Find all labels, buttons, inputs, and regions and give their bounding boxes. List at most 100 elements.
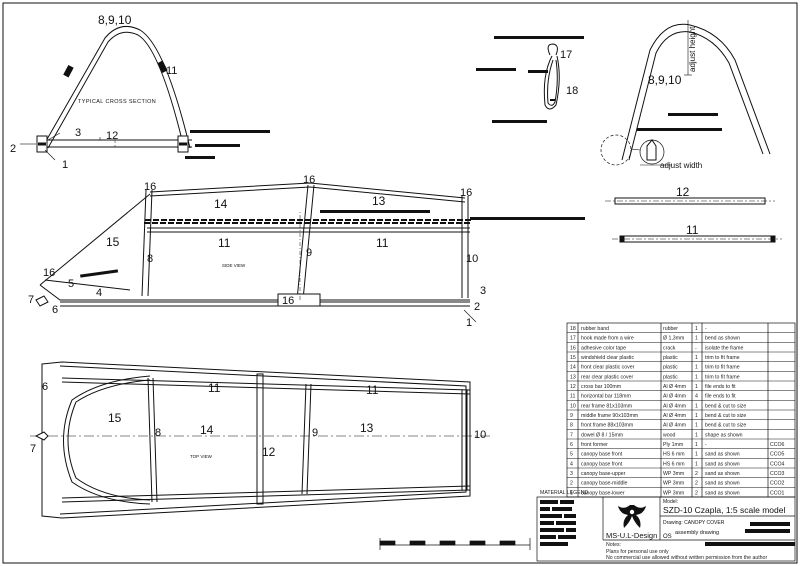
callout-14-b: 14 — [200, 423, 214, 437]
parts-list-cell-mat: plastic — [663, 374, 678, 380]
callout-13-b: 13 — [360, 421, 374, 435]
parts-list-cell-no: 8 — [570, 423, 573, 429]
parts-list-cell-note: trim to fit frame — [705, 355, 740, 361]
callout-13-a: 13 — [372, 194, 386, 208]
callout-10-b: 10 — [474, 429, 486, 441]
parts-list-cell-qty: 2 — [695, 471, 698, 477]
callout-12-a: 12 — [106, 130, 118, 142]
parts-list-cell-name: rear frame 81x103mm — [581, 403, 632, 409]
parts-list-cell-qty: 1 — [695, 452, 698, 458]
callout-15-b: 15 — [108, 411, 122, 425]
parts-list-cell-code: CCO5 — [770, 452, 785, 458]
redacted-annotation-hook — [476, 36, 584, 123]
parts-list-cell-name: cross bar 100mm — [581, 384, 621, 390]
parts-list-cell-qty: 1 — [695, 461, 698, 467]
parts-list-cell-mat: WP 3mm — [663, 481, 684, 487]
parts-list-cell-mat: wood — [663, 432, 676, 438]
callout-1-b: 1 — [466, 317, 472, 329]
parts-list-cell-name: rubber band — [581, 326, 609, 332]
parts-list-cell-no: 11 — [570, 394, 575, 400]
parts-list-cell-no: 15 — [570, 355, 576, 361]
parts-list-cell-qty: 1 — [695, 384, 698, 390]
parts-list-cell-no: 14 — [570, 365, 576, 371]
designer-logo — [618, 505, 646, 528]
callout-16-d: 16 — [43, 267, 55, 279]
parts-list-cell-note: - — [705, 442, 707, 448]
adjust-height-label: adjust height — [688, 26, 697, 72]
parts-list-cell-mat: WP 3mm — [663, 490, 684, 496]
parts-list-cell-note: bend & cut to size — [705, 413, 746, 419]
typical-cross-section-label: TYPICAL CROSS SECTION — [78, 99, 156, 105]
parts-list-cell-code: CCO1 — [770, 490, 785, 496]
side-view-tape — [80, 210, 585, 278]
material-legend-swatches — [540, 500, 576, 546]
frame-adjust-view — [600, 20, 771, 166]
callout-9-b: 9 — [312, 427, 318, 439]
parts-list-cell-mat: Al Ø 4mm — [663, 394, 686, 400]
callout-frames-a: 8,9,10 — [98, 13, 132, 27]
parts-list-cell-note: bend & cut to size — [705, 403, 746, 409]
callout-5: 5 — [68, 278, 74, 290]
callout-16-a: 16 — [144, 181, 156, 193]
top-view — [30, 361, 490, 519]
callout-6-a: 6 — [52, 304, 58, 316]
callout-8-b: 8 — [155, 427, 161, 439]
parts-list-cell-code: CCO3 — [770, 471, 785, 477]
parts-list-cell-no: 12 — [570, 384, 576, 390]
parts-list-cell-mat: rubber — [663, 326, 678, 332]
parts-list-cell-mat: Al Ø 4mm — [663, 423, 686, 429]
parts-list-cell-no: 6 — [570, 442, 573, 448]
parts-list-cell-code: CCO4 — [770, 461, 785, 467]
callout-12-b: 12 — [676, 185, 690, 199]
parts-list-cell-name: adhesive color tape — [581, 345, 626, 351]
parts-list-cell-note: sand as shown — [705, 452, 740, 458]
parts-list-cell-note: sand as shown — [705, 490, 740, 496]
callout-2-b: 2 — [474, 301, 480, 313]
parts-list-cell-note: trim to fit frame — [705, 374, 740, 380]
parts-list-cell-mat: WP 3mm — [663, 471, 684, 477]
parts-list-cell-qty: 2 — [695, 481, 698, 487]
parts-list-cell-name: middle frame 90x103mm — [581, 413, 638, 419]
parts-list-cell-qty: 1 — [695, 355, 698, 361]
drawing-value: assembly drawing — [675, 530, 719, 536]
parts-list-cell-name: canopy base-upper — [581, 471, 626, 477]
parts-list-cell-name: horizontal bar 118mm — [581, 394, 631, 400]
callout-11-e: 11 — [208, 381, 221, 395]
parts-list-cell-name: rear clear plastic cover — [581, 374, 633, 380]
parts-list-cell-mat: Al Ø 4mm — [663, 413, 686, 419]
callout-3-b: 3 — [480, 285, 486, 297]
part-11-detail — [612, 235, 782, 243]
parts-list-cell-qty: - — [695, 345, 697, 351]
parts-list-cell-name: hook made from a wire — [581, 336, 634, 342]
parts-list-cell-note: bend as shown — [705, 336, 740, 342]
callout-16-c: 16 — [460, 187, 472, 199]
note-line-1: Plans for personal use only — [606, 549, 669, 555]
callout-11-c: 11 — [218, 236, 231, 250]
parts-list-cell-note: isolate the frame — [705, 345, 743, 351]
callout-3-a: 3 — [75, 127, 81, 139]
parts-list-cell-name: canopy base-lower — [581, 490, 625, 496]
parts-list-cell-mat: Al Ø 4mm — [663, 384, 686, 390]
side-view — [35, 182, 477, 323]
redacted-scale — [745, 529, 790, 533]
parts-list-cell-qty: 1 — [695, 423, 698, 429]
os-label: OS — [663, 534, 672, 540]
parts-list-cell-qty: 1 — [695, 365, 698, 371]
parts-list-cell-note: file ends to fit — [705, 394, 736, 400]
parts-list-cell-note: trim to fit frame — [705, 365, 740, 371]
adjust-width-label: adjust width — [660, 161, 702, 170]
redacted-annotation-a — [185, 130, 270, 159]
